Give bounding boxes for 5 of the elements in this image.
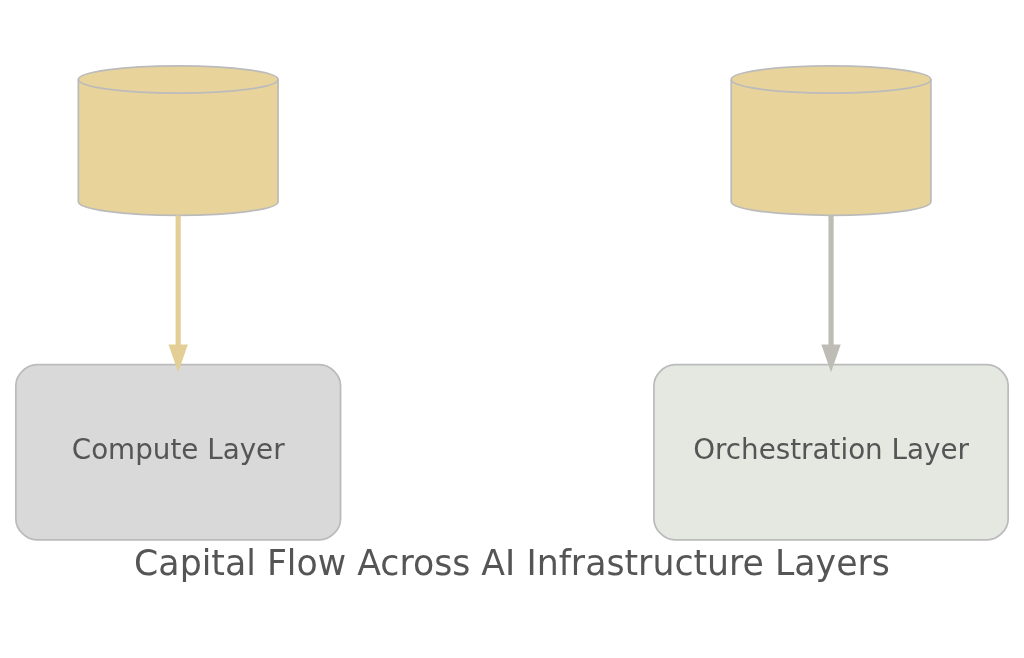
arrow xyxy=(168,215,188,373)
node-box: Compute Layer xyxy=(14,363,342,541)
arrow xyxy=(821,215,841,373)
node-box: Orchestration Layer xyxy=(653,363,1010,541)
caption: Capital Flow Across AI Infrastructure Layers xyxy=(134,542,890,583)
